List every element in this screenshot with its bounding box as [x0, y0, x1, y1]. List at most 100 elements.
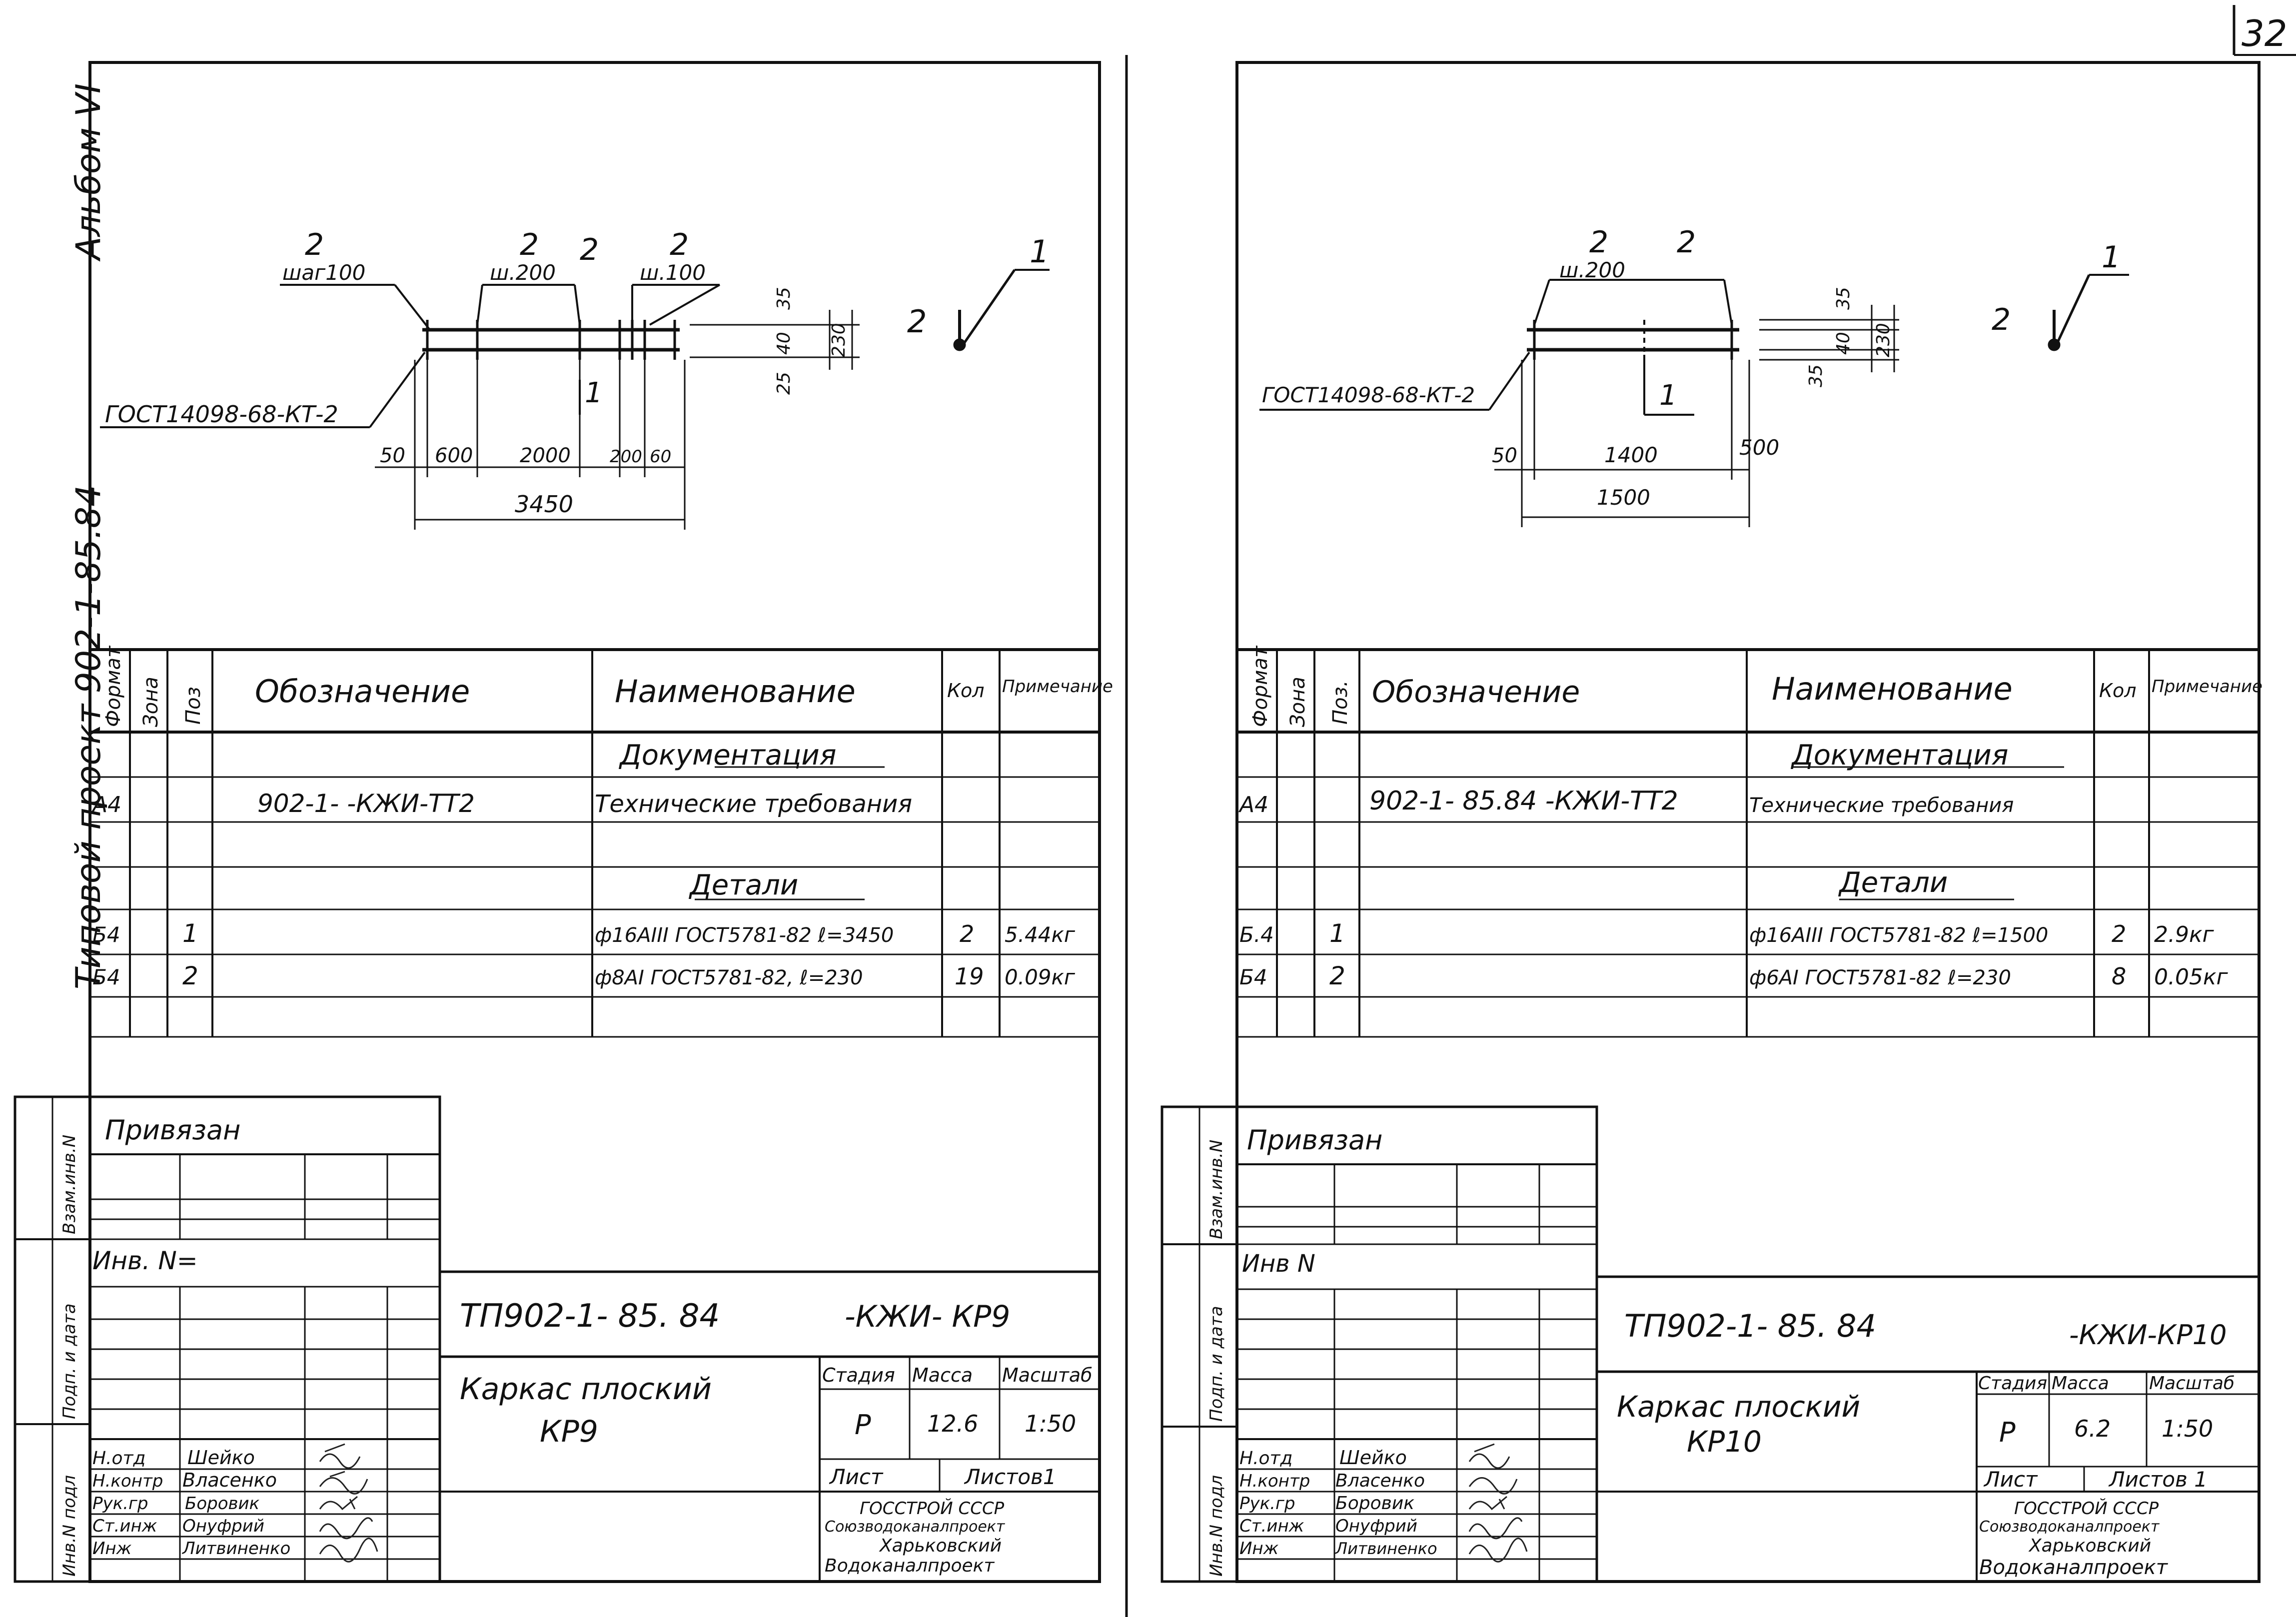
dim-label: 50	[1492, 444, 1517, 467]
person-name: Власенко	[182, 1469, 277, 1491]
step-label: шаг100	[282, 260, 365, 285]
stamp-col-label: Взам.инв.N	[59, 1135, 79, 1234]
signature	[319, 1496, 358, 1511]
right-title-block	[1235, 1105, 2259, 1583]
cell-note: 2.9кг	[2154, 922, 2215, 947]
pos-label: 1	[585, 377, 603, 409]
signature	[319, 1443, 361, 1469]
cell-name: ф16АIII ГОСТ5781-82 ℓ=1500	[1749, 924, 2048, 947]
signature	[1468, 1496, 1507, 1511]
pos-label: 2	[1589, 225, 1608, 260]
gost-label: ГОСТ14098-68-КТ-2	[105, 401, 338, 428]
role-label: Ст.инж	[92, 1516, 157, 1536]
stamp-col-label: Подп. и дата	[59, 1303, 79, 1419]
header-format: Формат	[102, 645, 125, 727]
dim-label: 35	[1806, 364, 1826, 387]
left-title-text: Привязан Инв. N= ТП902-1- 85. 84 -КЖИ- К…	[92, 1114, 1093, 1576]
doc-code-suffix: -КЖИ-КР10	[2069, 1319, 2227, 1351]
stamp-col-label: Взам.инв.N	[1206, 1140, 1226, 1239]
person-name: Онуфрий	[182, 1516, 264, 1536]
signature	[1468, 1517, 1523, 1540]
header-name: Наименование	[615, 673, 856, 710]
role-label: Рук.гр	[92, 1494, 148, 1514]
mass-value: 12.6	[927, 1410, 978, 1437]
dim-label: 230	[829, 323, 849, 357]
header-qty: Кол	[947, 680, 985, 702]
role-label: Ст.инж	[1239, 1516, 1304, 1536]
signature	[1468, 1443, 1510, 1469]
header-designation: Обозначение	[1372, 675, 1580, 710]
right-frame-drawing	[1259, 274, 2129, 527]
header-note: Примечание	[1002, 677, 1113, 697]
left-title-block	[88, 1095, 1100, 1583]
pos-label: 2	[1677, 225, 1696, 260]
scale-header: Масштаб	[1002, 1364, 1093, 1386]
pos-label: 2	[670, 227, 689, 262]
title-line: КР9	[540, 1414, 598, 1449]
signature	[1468, 1477, 1518, 1495]
dim-label: 35	[774, 287, 794, 310]
dim-label: 40	[1833, 332, 1854, 355]
dim-label: 500	[1739, 435, 1779, 460]
section-details: Детали	[688, 869, 798, 901]
dim-total: 3450	[515, 491, 573, 518]
dim-label: 230	[1873, 323, 1894, 357]
role-label: Н.контр	[1239, 1471, 1310, 1491]
dim-label: 50	[380, 444, 405, 467]
dim-total: 1500	[1597, 485, 1650, 510]
signature	[1468, 1538, 1528, 1563]
stage-value: Р	[855, 1409, 871, 1441]
person-name: Власенко	[1335, 1471, 1425, 1491]
pos-label: 2	[520, 227, 539, 262]
section-documentation: Документация	[618, 739, 836, 772]
dim-label: 2000	[520, 444, 571, 467]
step-label: ш.200	[490, 260, 556, 285]
pos-label: 2	[305, 227, 324, 262]
role-label: Инж	[92, 1539, 132, 1559]
doc-code-suffix: -КЖИ- КР9	[845, 1299, 1010, 1334]
role-label: Рук.гр	[1239, 1494, 1295, 1514]
inv-label: Инв N	[1242, 1250, 1315, 1278]
org-line: ГОССТРОЙ СССР	[860, 1498, 1005, 1519]
right-binding-labels: Инв.N подл Подп. и дата Взам.инв.N	[1206, 1140, 1226, 1577]
cell-format: Б4	[92, 922, 120, 947]
title-line: КР10	[1687, 1425, 1762, 1459]
dim-label: 1400	[1604, 443, 1658, 467]
org-line: Харьковский	[2028, 1536, 2151, 1556]
org-line: ГОССТРОЙ СССР	[2014, 1498, 2159, 1519]
title-line: Каркас плоский	[460, 1372, 712, 1407]
detail-label: 1	[2102, 240, 2121, 275]
dim-label: 600	[435, 444, 473, 467]
section-details: Детали	[1838, 866, 1948, 899]
mass-value: 6.2	[2074, 1415, 2111, 1442]
inv-label: Инв. N=	[92, 1246, 198, 1275]
org-line: Харьковский	[879, 1536, 1002, 1556]
org-line: Союзводоканалпроект	[825, 1518, 1006, 1536]
title-line: Каркас плоский	[1617, 1390, 1860, 1424]
sheets-label: Листов 1	[2108, 1467, 2208, 1492]
org-line: Водоканалпроект	[1979, 1556, 2169, 1579]
dim-label: 40	[774, 332, 794, 355]
stamp-col-label: Подп. и дата	[1206, 1306, 1226, 1422]
header-designation: Обозначение	[255, 673, 470, 710]
header-qty: Кол	[2099, 680, 2137, 702]
stage-header: Стадия	[1978, 1373, 2047, 1394]
page-number-block: 32	[2233, 5, 2296, 56]
page-number: 32	[2242, 12, 2288, 54]
stamp-col-label: Инв.N подл	[1206, 1475, 1226, 1577]
step-label: ш.200	[1559, 258, 1625, 282]
stage-header: Стадия	[822, 1364, 895, 1386]
org-line: Союзводоканалпроект	[1979, 1518, 2160, 1536]
signature	[319, 1538, 378, 1563]
cell-designation: 902-1- 85.84 -КЖИ-ТТ2	[1369, 786, 1678, 816]
sheet-label: Лист	[829, 1465, 884, 1489]
header-note: Примечание	[2152, 677, 2263, 697]
org-line: Водоканалпроект	[825, 1556, 995, 1576]
dim-label: 200	[610, 447, 642, 467]
detail-label: 2	[1992, 302, 2011, 337]
cell-format: Б4	[92, 965, 120, 989]
cell-format: А4	[1238, 792, 1268, 817]
dim-label: 25	[774, 372, 794, 395]
scale-header: Масштаб	[2149, 1373, 2235, 1394]
